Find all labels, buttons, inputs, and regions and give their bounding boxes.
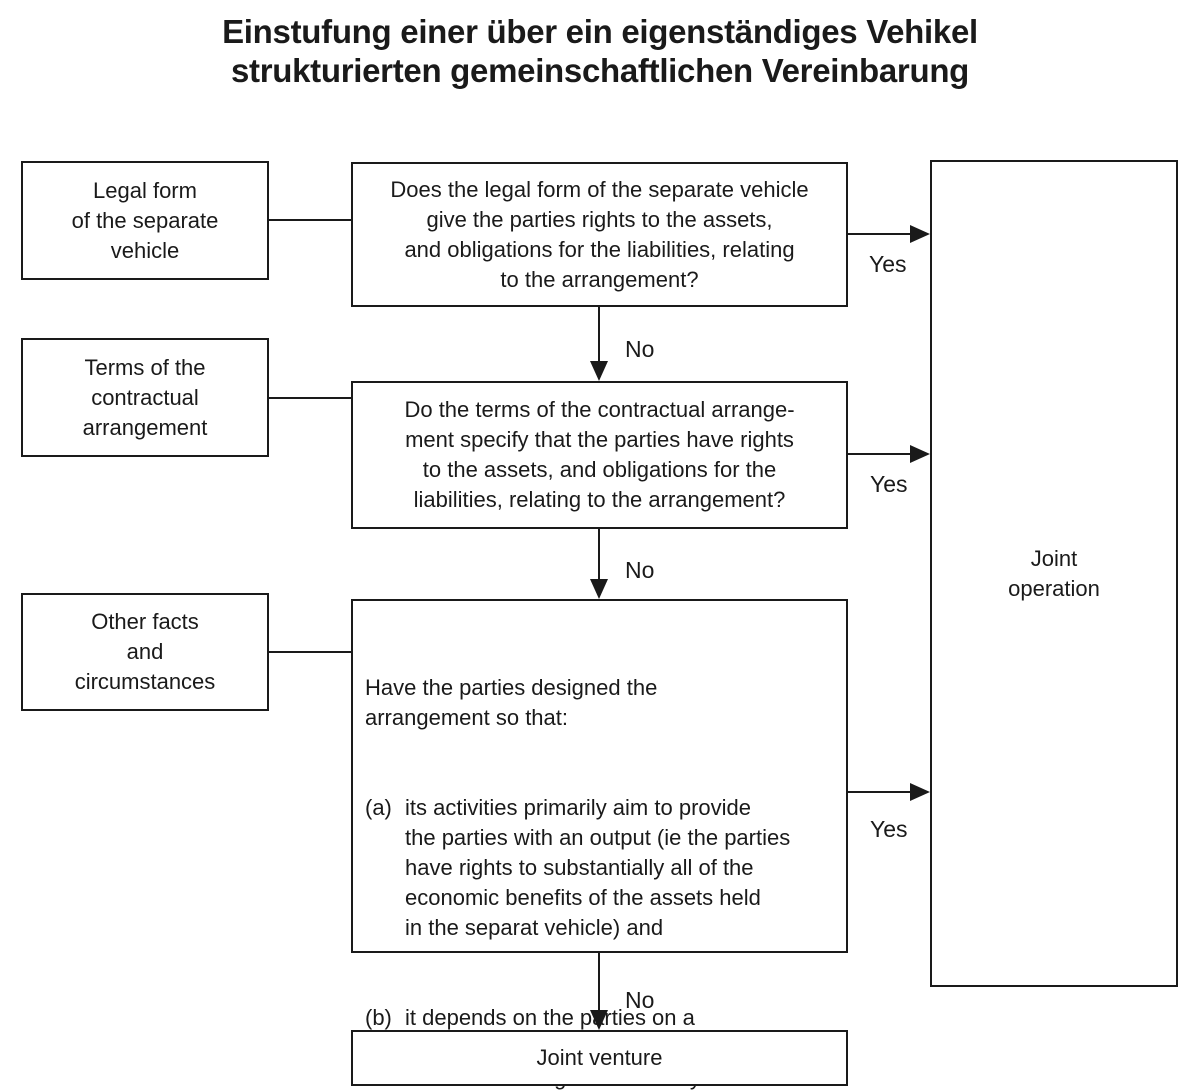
input-box-legal-form: Legal form of the separate vehicle	[21, 161, 269, 280]
label-yes-3: Yes	[870, 816, 908, 842]
label-yes-1: Yes	[869, 251, 907, 277]
arrow-no-1-head	[590, 361, 608, 381]
outcome-box-joint-operation: Joint operation	[930, 160, 1178, 987]
question-box-other-facts: Have the parties designed the arrangemen…	[351, 599, 848, 1090]
connector-legal-form	[269, 219, 351, 221]
arrow-yes-1-line	[848, 233, 914, 235]
label-yes-2: Yes	[870, 471, 908, 497]
arrow-no-3-line	[598, 953, 600, 1012]
connector-contract-terms	[269, 397, 351, 399]
diagram-title: Einstufung einer über ein eigenständiges…	[222, 13, 978, 89]
arrow-yes-3-line	[848, 791, 914, 793]
arrow-yes-2-head	[910, 445, 930, 463]
arrow-no-1-line	[598, 307, 600, 363]
arrow-no-3-head	[590, 1010, 608, 1030]
arrow-yes-3-head	[910, 783, 930, 801]
arrow-yes-1-head	[910, 225, 930, 243]
question-intro: Have the parties designed the arrangemen…	[365, 675, 658, 730]
arrow-no-2-line	[598, 529, 600, 581]
connector-other-facts	[269, 651, 351, 653]
question-box-legal-form: Does the legal form of the separate vehi…	[351, 162, 848, 307]
outcome-box-joint-venture: Joint venture	[351, 1030, 848, 1086]
list-text-a: its activities primarily aim to provide …	[405, 795, 791, 940]
label-no-1: No	[625, 336, 655, 362]
list-item-a: (a) its activities primarily aim to prov…	[365, 793, 842, 943]
input-box-other-facts: Other facts and circumstances	[21, 593, 269, 711]
arrow-no-2-head	[590, 579, 608, 599]
question-box-contract-terms: Do the terms of the contractual arrange-…	[351, 381, 848, 529]
label-no-2: No	[625, 557, 655, 583]
arrow-yes-2-line	[848, 453, 914, 455]
label-no-3: No	[625, 987, 655, 1013]
input-box-contract-terms: Terms of the contractual arrangement	[21, 338, 269, 457]
list-marker-a: (a)	[365, 795, 392, 820]
list-marker-b: (b)	[365, 1005, 392, 1030]
